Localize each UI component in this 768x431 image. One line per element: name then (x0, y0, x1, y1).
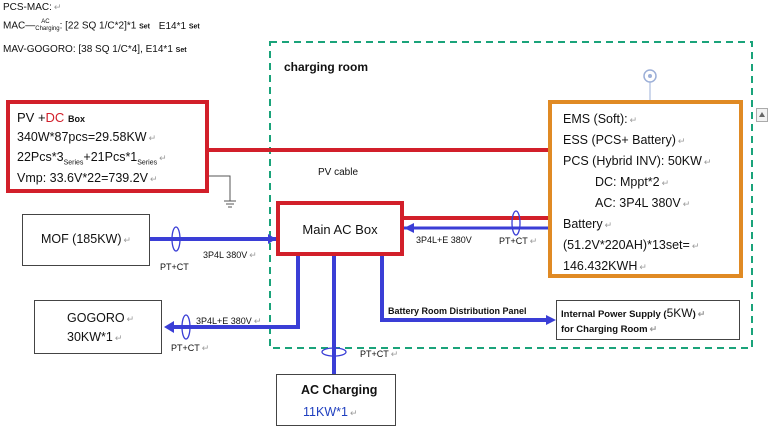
ground-lead (209, 175, 231, 201)
ems-cable-label: 3P4L+E 380V (416, 235, 472, 245)
internal-power-box: Internal Power Supply (5KW)↵ for Chargin… (556, 300, 740, 340)
charging-room-boundary (269, 41, 753, 349)
battery-room-label: Battery Room Distribution Panel (388, 306, 527, 316)
ac-charging-line-1: AC Charging (301, 383, 378, 397)
ems-line-2: ESS (PCS+ Battery)↵ (563, 133, 686, 147)
battery-room-arrowhead (546, 315, 556, 325)
pv-box-line-3: Vmp: 33.6V*22=739.2V↵ (17, 171, 158, 185)
ptct-label-ems: PT+CT↵ (499, 236, 538, 246)
pv-box-line-2: 22Pcs*3Series+21Pcs*1Series↵ (17, 150, 167, 167)
gogoro-arrowhead (164, 321, 174, 333)
ac-charging-line-2: 11KW*1↵ (303, 405, 358, 419)
internal-power-line-2: for Charging Room↵ (561, 324, 658, 335)
mof-label: MOF (185KW)↵ (40, 232, 132, 246)
ptct-label-gogoro: PT+CT↵ (171, 343, 210, 353)
gogoro-box: GOGORO↵ 30KW*1↵ (34, 300, 162, 354)
mof-cable-label: 3P4L 380V↵ (203, 250, 257, 260)
ems-line-7: (51.2V*220AH)*13set=↵ (563, 238, 700, 252)
main-ac-box: Main AC Box (276, 201, 404, 256)
mof-box: MOF (185KW)↵ (22, 214, 150, 266)
main-ac-box-label: Main AC Box (302, 222, 378, 237)
pv-cable-label: PV cable (318, 167, 359, 178)
ems-arrowhead (404, 223, 414, 233)
mof-arrowhead (268, 234, 276, 244)
pv-dc-box: PV +DC Box 340W*87pcs=29.58KW↵ 22Pcs*3Se… (6, 100, 209, 193)
ems-line-4: DC: Mppt*2↵ (595, 175, 670, 189)
header-line-1: PCS-MAC:↵ (3, 2, 62, 13)
gogoro-cable-label: 3P4L+E 380V↵ (196, 316, 262, 326)
ems-line-1: EMS (Soft):↵ (563, 112, 638, 126)
charging-room-label: charging room (284, 60, 369, 74)
gogoro-line-1: GOGORO↵ (67, 311, 135, 325)
ptct-label-ac: PT+CT↵ (360, 349, 399, 359)
ems-line-6: Battery↵ (563, 217, 613, 231)
header-line-3: MAV-GOGORO: [38 SQ 1/C*4], E14*1 Set (3, 44, 187, 55)
internal-power-line-1: Internal Power Supply (5KW)↵ (561, 306, 706, 320)
gogoro-line (168, 256, 300, 329)
scroll-up-button[interactable] (756, 108, 768, 122)
ems-line-3: PCS (Hybrid INV): 50KW↵ (563, 154, 712, 168)
battery-room-line (380, 256, 552, 322)
ptct-ring-gogoro (181, 314, 191, 340)
pv-box-line-1: 340W*87pcs=29.58KW↵ (17, 130, 157, 144)
ac-charging-box: AC Charging 11KW*1↵ (276, 374, 396, 426)
gogoro-line-2: 30KW*1↵ (67, 330, 123, 344)
ptct-ring-ac (321, 347, 347, 357)
ptct-ring-ems (511, 210, 521, 236)
ptct-label-mof: PT+CT (160, 262, 189, 272)
pv-box-title: PV +DC Box (17, 110, 85, 125)
ptct-ring-mof (171, 226, 181, 252)
rotate-handle-dot (648, 74, 652, 78)
ems-line-8: 146.432KWH↵ (563, 259, 647, 273)
ems-line-5: AC: 3P4L 380V↵ (595, 196, 691, 210)
ems-box: EMS (Soft):↵ ESS (PCS+ Battery)↵ PCS (Hy… (548, 100, 743, 278)
chevron-up-icon (759, 112, 765, 117)
